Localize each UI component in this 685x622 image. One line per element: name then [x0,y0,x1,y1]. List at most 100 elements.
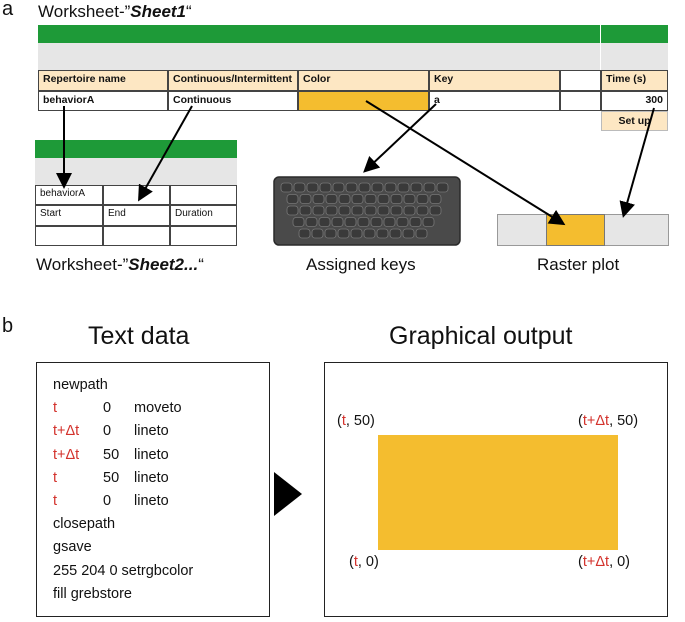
arrows-panel-a [56,100,655,226]
code-command: moveto [134,400,182,417]
key [351,194,364,204]
code-token: fill grebstore [53,585,132,602]
code-token: closepath [53,516,116,533]
sheet2-duration-header: Duration [170,205,237,226]
sheet1-green-bar [38,25,600,43]
key [305,217,318,227]
code-value: 0 [103,423,112,440]
key [390,205,403,216]
key [280,182,293,193]
key [402,228,415,239]
code-line: fill grebstore [53,583,132,606]
key [415,228,428,239]
key [286,205,299,216]
arrow-time-to-raster [619,107,655,218]
cell-color-swatch[interactable] [298,91,429,111]
key [318,217,331,227]
code-token: t [53,493,58,509]
arrow-continuous-to-sheet2 [138,105,193,202]
sheet2-cell [170,226,237,246]
arrow-color-to-raster [365,100,566,226]
key [376,228,389,239]
code-value: 0 [103,400,112,417]
header-empty [560,70,601,91]
header-color: Color [298,70,429,91]
cell-empty [560,91,601,111]
output-rectangle [378,435,618,550]
key [364,194,377,204]
key [299,194,312,204]
corner-bottom-left: (t, 0) [349,554,379,570]
sheet2-grid: behaviorA Start End Duration [35,185,237,246]
corner-top-right: (t+Δt, 50) [578,413,639,429]
keys-caption: Assigned keys [306,255,416,274]
code-line: gsave [53,536,92,559]
code-command: lineto [134,469,169,486]
key [403,194,416,204]
key [377,194,390,204]
text-data-title: Text data [88,322,190,350]
arrow-key-to-keyboard [363,103,437,173]
cell-key[interactable]: a [429,91,560,111]
key [298,228,311,239]
key [350,228,363,239]
sheet1-gray-band-right [601,43,668,70]
key [410,182,423,193]
code-token: t+Δt [53,446,80,463]
code-value: 50 [103,446,120,463]
key [332,182,345,193]
key [383,217,396,227]
key [423,182,436,193]
code-value: 50 [103,469,120,486]
key [396,217,409,227]
key [331,217,344,227]
sheet1-green-bar-right [601,25,668,43]
key [319,182,332,193]
code-value: 0 [103,493,112,509]
keyboard-icon [273,176,461,246]
sheet2-start-header: Start [35,205,103,226]
code-line: newpath [53,374,108,397]
corner-bottom-right: (t+Δt, 0) [578,554,631,570]
key [377,205,390,216]
code-line: closepath [53,513,115,536]
key [416,205,429,216]
key [338,194,351,204]
sheet2-cell [35,226,103,246]
key [324,228,337,239]
panel-label-a: a [2,0,14,20]
code-token: t [53,469,58,486]
key [409,217,422,227]
key [364,205,377,216]
cell-time[interactable]: 300 [601,91,668,111]
key [325,194,338,204]
header-time: Time (s) [601,70,668,91]
raster-caption: Raster plot [537,255,620,274]
code-command: lineto [134,493,169,509]
key [345,182,358,193]
sheet2-cell [103,226,170,246]
key [338,205,351,216]
key [357,217,370,227]
code-command: lineto [134,446,169,463]
key [384,182,397,193]
sheet2-cell [103,185,170,205]
code-token: 255 204 0 setrgbcolor [53,562,194,579]
code-command: lineto [134,423,169,440]
code-line: 255 204 0 setrgbcolor [53,560,193,583]
key [312,205,325,216]
header-continuous: Continuous/Intermittent [168,70,298,91]
key [337,228,350,239]
header-key: Key [429,70,560,91]
graphical-output-title: Graphical output [389,322,573,350]
key [416,194,429,204]
code-token: gsave [53,539,92,556]
key [292,217,305,227]
cell-behavior-name[interactable]: behaviorA [38,91,168,111]
code-line: t 0 moveto [53,397,182,420]
cell-continuous[interactable]: Continuous [168,91,298,111]
play-arrow-icon [274,472,302,516]
code-token: t [53,400,58,417]
